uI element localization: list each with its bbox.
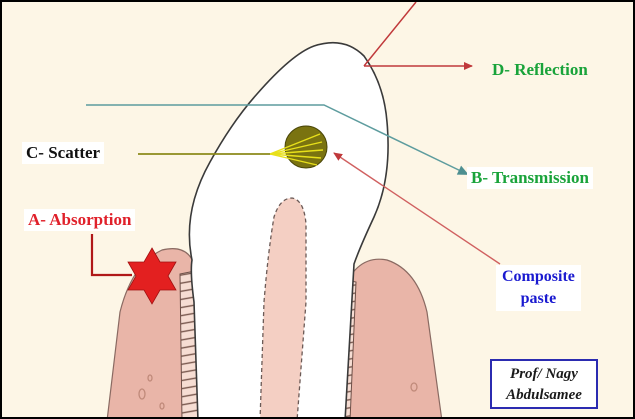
scatter-label: C- Scatter	[22, 142, 104, 164]
author-line2: Abdulsamee	[492, 385, 596, 406]
composite-label-line2: paste	[502, 288, 575, 310]
reflection-label: D- Reflection	[492, 60, 588, 80]
reflection-incident-ray	[364, 2, 416, 66]
author-box: Prof/ Nagy Abdulsamee	[490, 359, 598, 409]
absorption-pointer	[92, 234, 132, 275]
transmission-label: B- Transmission	[467, 167, 593, 189]
composite-particle	[285, 126, 327, 168]
author-line1: Prof/ Nagy	[492, 364, 596, 385]
composite-paste-label: Composite paste	[496, 265, 581, 311]
right-gum	[342, 259, 442, 419]
composite-label-line1: Composite	[502, 266, 575, 288]
absorption-label: A- Absorption	[24, 209, 135, 231]
